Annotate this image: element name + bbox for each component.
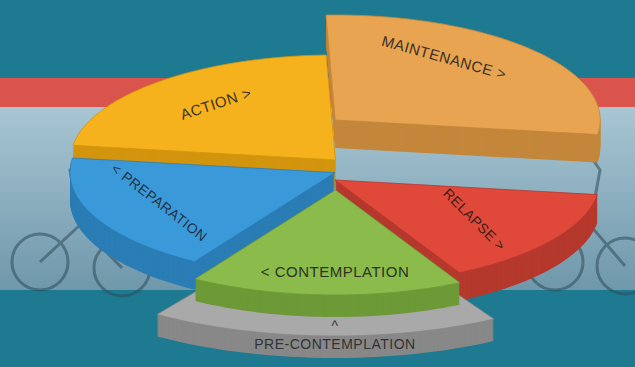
slice-side [326,16,600,163]
slice-side-layer [326,16,600,136]
slice-shape [324,13,602,165]
pie-slice: MAINTENANCE > [324,13,602,165]
slice-side [195,191,460,317]
stage-label: PRE-CONTEMPLATION [254,337,415,352]
slice-top [73,55,335,160]
stage-label: ^ [331,319,338,334]
slice-side-layer [195,191,460,296]
slice-shape [193,188,462,319]
pie-slice: < CONTEMPLATION [193,188,462,319]
stage-label: < CONTEMPLATION [261,264,410,281]
slice-top [195,190,460,295]
slice-top [326,15,600,135]
slice-side-layer [73,56,335,161]
